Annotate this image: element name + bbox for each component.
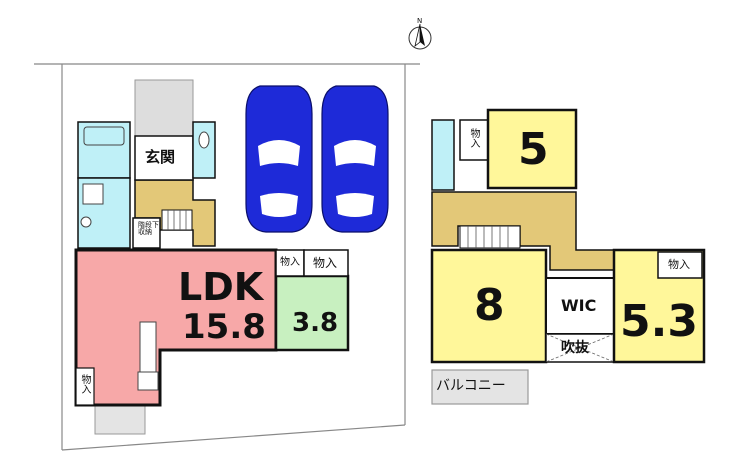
balcony-area <box>431 369 529 405</box>
bathtub <box>83 126 125 146</box>
car-icon <box>321 85 389 233</box>
balcony-label: バルコニー <box>436 378 506 394</box>
hallway-2f <box>431 191 615 271</box>
compass-north-label: N <box>417 17 423 25</box>
stairs-2f <box>459 225 521 249</box>
bedroom-5-label: 5 <box>518 124 549 175</box>
ldk-name-label: LDK <box>178 265 264 309</box>
stove-icon <box>137 371 159 391</box>
car-icon <box>245 85 313 233</box>
wic-label: WIC <box>561 296 597 315</box>
stairs-icon <box>161 209 193 231</box>
bedroom-8-label: 8 <box>474 280 505 331</box>
bedroom-5-3-storage <box>657 251 703 279</box>
washitsu-closet-1 <box>275 249 305 277</box>
top-storage <box>459 119 489 161</box>
washitsu-room <box>274 274 350 352</box>
bedroom-5-3-label: 5.3 <box>620 296 698 347</box>
washitsu-closet-2 <box>303 249 349 277</box>
storage-label-2f-1: 物入 <box>468 128 479 148</box>
stair-storage <box>132 217 161 249</box>
storage-label-2f-2: 物入 <box>668 258 690 271</box>
fukinuke-label: 吹抜 <box>561 340 589 356</box>
bedroom-8 <box>430 248 548 364</box>
wash-basin-icon <box>80 216 92 228</box>
entrance-porch <box>134 79 194 137</box>
site-boundary <box>34 63 420 451</box>
bedroom-5 <box>486 108 578 190</box>
washer-icon <box>82 183 104 205</box>
washitsu-size-label: 3.8 <box>292 308 339 338</box>
ldk-size-label: 15.8 <box>182 307 266 347</box>
storage-label-1f-1: 物入 <box>280 257 300 268</box>
toilet-icon <box>198 131 210 149</box>
rear-porch <box>94 405 146 435</box>
ldk-storage <box>75 367 95 406</box>
toilet-1f <box>192 121 216 179</box>
genkan-label: 玄関 <box>145 148 176 166</box>
storage-label-1f-2: 物入 <box>313 256 338 270</box>
toilet-2f <box>431 119 455 191</box>
wic-room <box>545 277 615 335</box>
storage-label-1f-3: 物入 <box>79 374 90 394</box>
north-arrow-icon <box>408 23 432 50</box>
stair-storage-label: 階段下収納 <box>138 221 159 236</box>
